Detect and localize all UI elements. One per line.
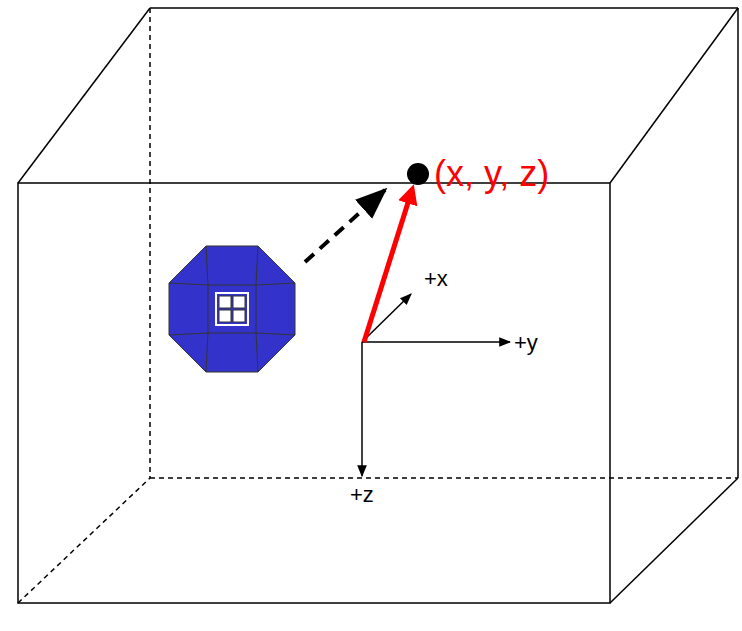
axes [362, 294, 510, 476]
axis-label: +x [424, 268, 448, 290]
point-marker [407, 163, 429, 185]
position-vector [364, 190, 412, 342]
axis-label: +z [350, 484, 374, 506]
point-label: (x, y, z) [434, 156, 549, 192]
detector-icon [169, 246, 295, 372]
view-arrow [305, 190, 385, 262]
axis-label: +y [514, 332, 538, 354]
box-wireframe [18, 8, 738, 603]
